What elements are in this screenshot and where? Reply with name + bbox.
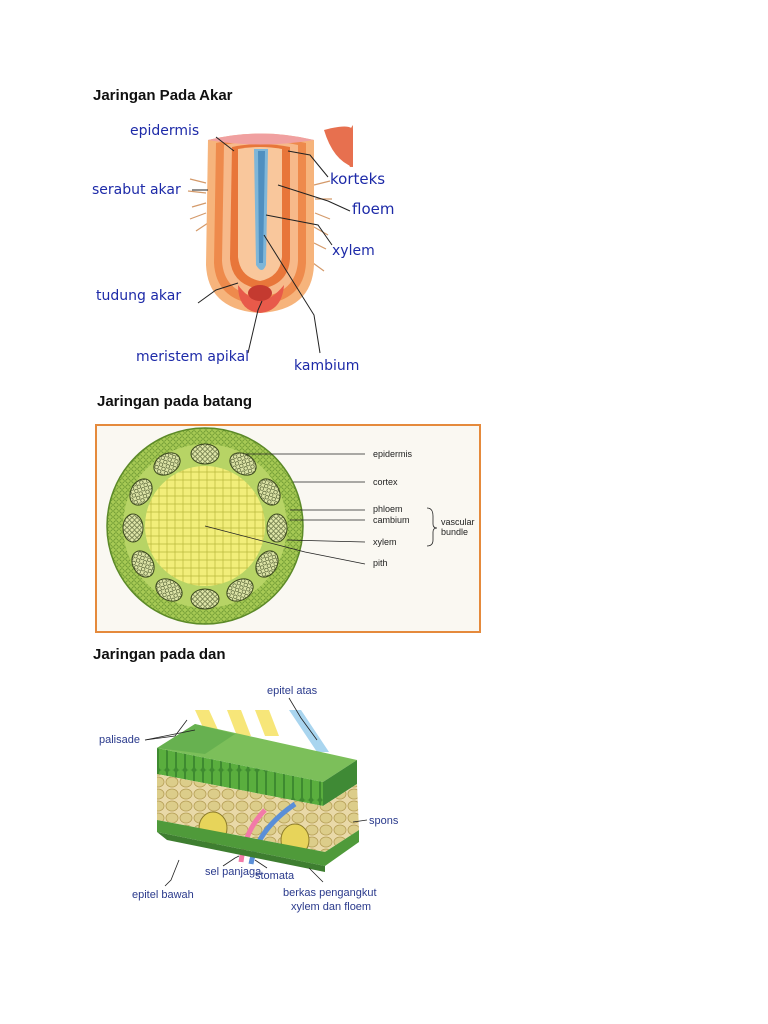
stem-diagram: epidermis cortex phloem cambium xylem pi… [95,424,481,634]
label-stem-pith: pith [373,558,388,568]
label-kambium: kambium [294,358,359,374]
label-stem-epidermis: epidermis [373,449,413,459]
label-xylem-dan-floem: xylem dan floem [291,901,371,913]
label-stem-xylem: xylem [373,537,397,547]
heading-daun: Jaringan pada dan [93,646,226,663]
label-epitel-atas: epitel atas [267,685,318,697]
label-palisade: palisade [99,734,140,746]
label-stem-bundle: bundle [441,527,468,537]
leaf-diagram: epitel atas palisade spons sel panjaga s… [95,680,425,920]
label-stem-cortex: cortex [373,477,398,487]
label-sel-penjaga: sel panjaga [205,866,262,878]
label-spons: spons [369,815,399,827]
root-diagram: epidermis serabut akar tudung akar meris… [88,115,408,380]
heading-akar: Jaringan Pada Akar [93,87,233,104]
label-xylem: xylem [332,243,375,259]
label-stem-cambium: cambium [373,515,410,525]
label-korteks: korteks [330,170,385,188]
label-floem: floem [352,200,394,218]
label-meristem-apikal: meristem apikal [136,349,249,365]
label-berkas-pengangkut: berkas pengangkut [283,887,377,899]
label-epitel-bawah: epitel bawah [132,889,194,901]
label-stem-phloem: phloem [373,504,403,514]
label-stomata: stomata [255,870,295,882]
label-stem-vascular: vascular [441,517,475,527]
label-tudung-akar: tudung akar [96,288,181,304]
heading-batang: Jaringan pada batang [97,393,252,410]
label-serabut-akar: serabut akar [92,182,181,198]
label-epidermis: epidermis [130,123,199,139]
